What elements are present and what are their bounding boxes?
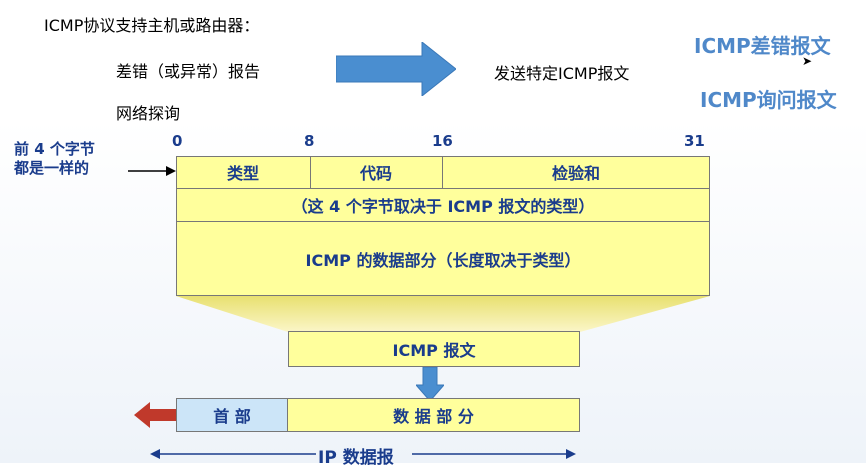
side-note: 前 4 个字节 都是一样的	[14, 140, 95, 178]
icmp-message-box: ICMP 报文	[288, 331, 580, 367]
row-divider-2	[176, 221, 710, 222]
right-arrow-icon	[336, 42, 456, 96]
field-checksum: 检验和	[551, 164, 600, 183]
down-arrow-icon	[416, 367, 444, 401]
mouse-cursor-icon: ➤	[802, 54, 813, 68]
error-message-label: ICMP差错报文	[694, 34, 831, 58]
bit-31: 31	[684, 132, 705, 150]
left-red-arrow-icon	[134, 402, 178, 428]
field-icmp-data: ICMP 的数据部分（长度取决于类型）	[305, 251, 581, 270]
icmp-structure	[176, 156, 710, 296]
arrow-text: 发送特定ICMP报文	[494, 64, 630, 83]
side-note-line-2: 都是一样的	[14, 159, 90, 177]
field-depends-on-type: （这 4 个字节取决于 ICMP 报文的类型）	[291, 197, 595, 216]
intro-text: ICMP协议支持主机或路由器：	[44, 16, 260, 35]
item-query: 网络探询	[116, 104, 181, 123]
row-divider-1	[176, 188, 710, 189]
side-note-line-1: 前 4 个字节	[14, 140, 95, 158]
pointer-arrow-icon	[128, 166, 176, 176]
span-arrow-icon	[150, 449, 576, 459]
field-code: 代码	[310, 156, 443, 188]
funnel-shape	[176, 296, 710, 332]
item-error-report: 差错（或异常）报告	[116, 62, 261, 81]
ip-data-cell: 数 据 部 分	[287, 398, 580, 432]
ip-header-cell: 首 部	[176, 398, 288, 432]
bit-8: 8	[304, 132, 315, 150]
field-type: 类型	[176, 156, 311, 188]
query-message-label: ICMP询问报文	[700, 88, 837, 112]
bit-16: 16	[432, 132, 453, 150]
ip-datagram-label: IP 数据报	[318, 448, 394, 468]
bit-0: 0	[172, 132, 183, 150]
